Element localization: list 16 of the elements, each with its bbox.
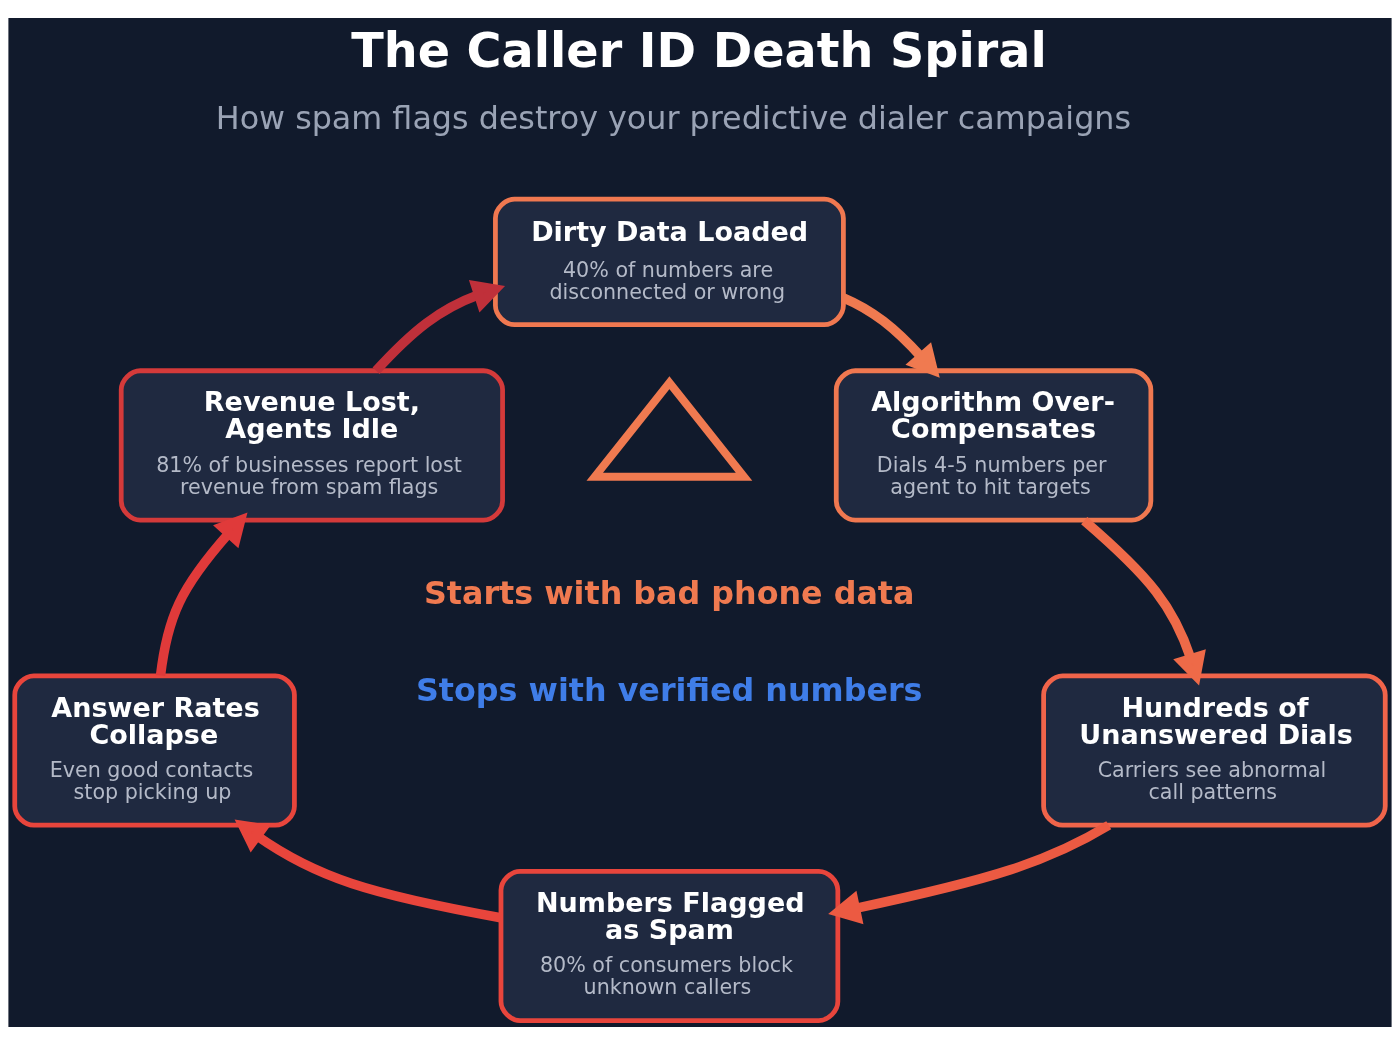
node-box: Dirty Data Loaded 40% of numbers are disconnected or wrong	[493, 196, 846, 328]
arrow	[234, 819, 502, 923]
label: Starts with bad phone data	[423, 575, 915, 612]
label: Stops with verified numbers	[415, 672, 923, 709]
node-box: Numbers Flagged as Spam 80% of consumers block unknown callers	[498, 868, 841, 1024]
arrow	[372, 279, 506, 374]
label: How spam flags destroy your predictive dialer campaigns	[215, 100, 1131, 137]
node-box: Algorithm Over-Compensates Dials 4-5 numbers per agent to hit targets	[833, 368, 1154, 523]
arrow	[828, 821, 1112, 925]
node-triangle	[586, 376, 753, 481]
diagram-title: The Caller ID Death Spiral	[351, 23, 1047, 79]
arrow	[1081, 517, 1206, 686]
node-box: Revenue Lost, Agents Idle 81% of businesses report lost revenue from spam flags	[118, 368, 505, 523]
node-box: Answer Rates Collapse Even good contacts stop picking up	[12, 673, 297, 828]
node-box: Hundreds of Unanswered Dials Carriers see abnormal call patterns	[1041, 673, 1388, 828]
arrow	[155, 512, 248, 677]
